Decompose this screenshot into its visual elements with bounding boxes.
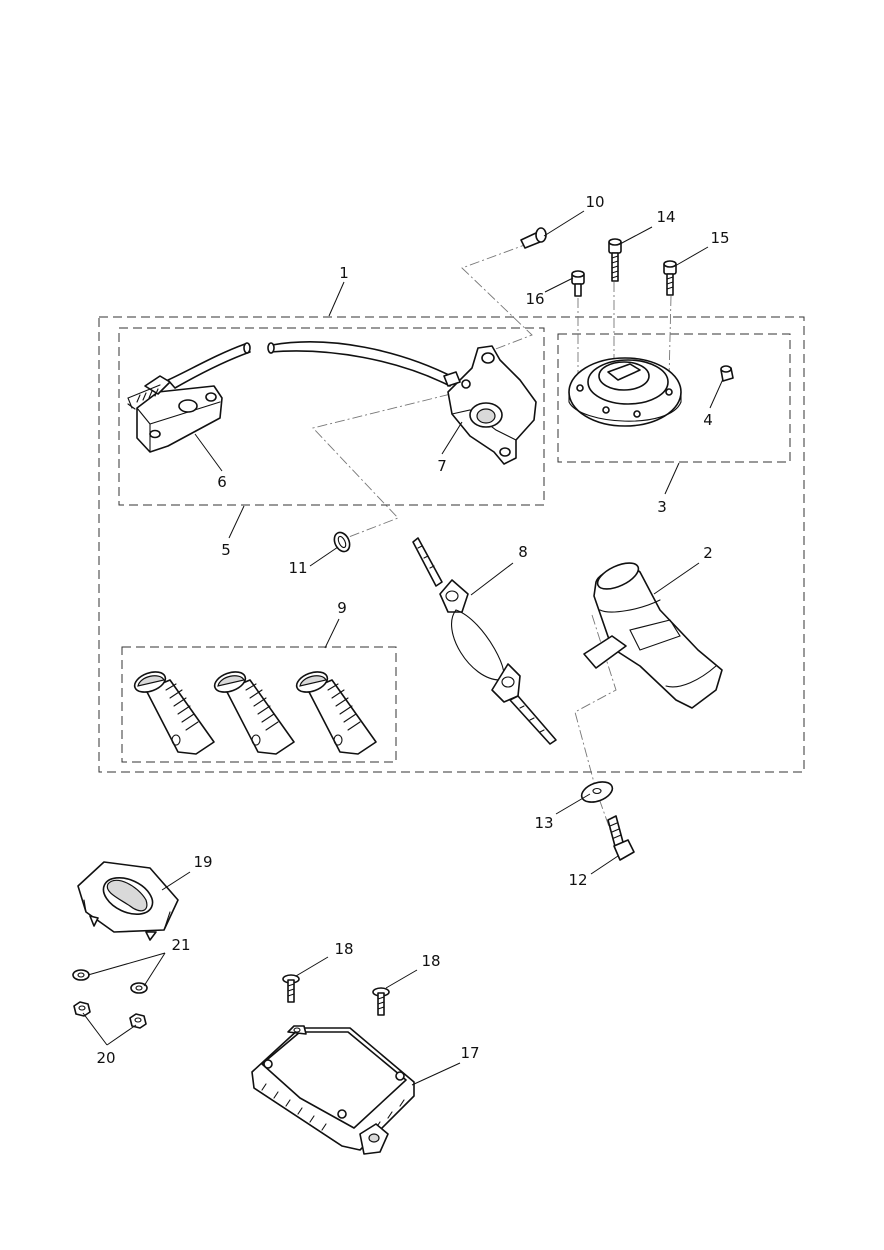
callout-16: 16 bbox=[525, 290, 544, 308]
callout-11: 11 bbox=[288, 559, 307, 577]
callout-2: 2 bbox=[703, 544, 713, 562]
part-18-screw-b bbox=[372, 987, 390, 1016]
callout-17: 17 bbox=[460, 1044, 479, 1062]
part-12-bolt bbox=[607, 815, 635, 861]
part-2-ignition-lock bbox=[583, 562, 723, 709]
callout-14: 14 bbox=[656, 208, 675, 226]
group-box-5 bbox=[118, 327, 545, 506]
callout-18-a: 18 bbox=[334, 940, 353, 958]
callout-7: 7 bbox=[437, 457, 447, 475]
callout-1: 1 bbox=[339, 264, 349, 282]
group-box-1 bbox=[98, 316, 805, 773]
leader-lines bbox=[82, 210, 724, 1086]
lock-barrel-a bbox=[133, 671, 215, 755]
part-10-pin bbox=[520, 227, 547, 249]
callout-5: 5 bbox=[221, 541, 231, 559]
part-4-screw bbox=[720, 365, 734, 382]
part-21-washers bbox=[72, 969, 148, 994]
callout-13: 13 bbox=[534, 814, 553, 832]
callout-8: 8 bbox=[518, 543, 528, 561]
part-18-screw-a bbox=[282, 974, 300, 1003]
callout-15: 15 bbox=[710, 229, 729, 247]
callout-4: 4 bbox=[703, 411, 713, 429]
part-20-nuts bbox=[73, 1001, 147, 1029]
part-9-lock-barrels bbox=[133, 671, 377, 755]
callout-9: 9 bbox=[337, 599, 347, 617]
callout-10: 10 bbox=[585, 193, 604, 211]
part-13-washer bbox=[580, 781, 614, 803]
part-7-seat-lock bbox=[443, 345, 537, 465]
callout-20: 20 bbox=[96, 1049, 115, 1067]
part-11-washer bbox=[333, 531, 351, 553]
part-14-bolt bbox=[608, 238, 622, 282]
callout-3: 3 bbox=[657, 498, 667, 516]
callout-19: 19 bbox=[193, 853, 212, 871]
part-17-control-module bbox=[251, 1025, 415, 1155]
lock-barrel-b bbox=[213, 671, 295, 755]
part-15-bolt bbox=[663, 260, 677, 296]
part-3-fuel-cap bbox=[568, 357, 682, 427]
callout-6: 6 bbox=[217, 473, 227, 491]
callout-12: 12 bbox=[568, 871, 587, 889]
callout-21: 21 bbox=[171, 936, 190, 954]
release-cable bbox=[167, 341, 456, 389]
lock-barrel-c bbox=[295, 671, 377, 755]
callout-18-b: 18 bbox=[421, 952, 440, 970]
part-8-keys bbox=[412, 537, 557, 745]
group-box-9 bbox=[121, 646, 397, 763]
part-16-bolt bbox=[571, 270, 585, 297]
alignment-lines bbox=[312, 242, 672, 836]
callout-labels: 1 2 3 4 5 6 7 8 9 10 11 12 13 14 15 16 1… bbox=[96, 193, 729, 1067]
group-box-3 bbox=[557, 333, 791, 463]
part-19-cover bbox=[77, 861, 179, 941]
